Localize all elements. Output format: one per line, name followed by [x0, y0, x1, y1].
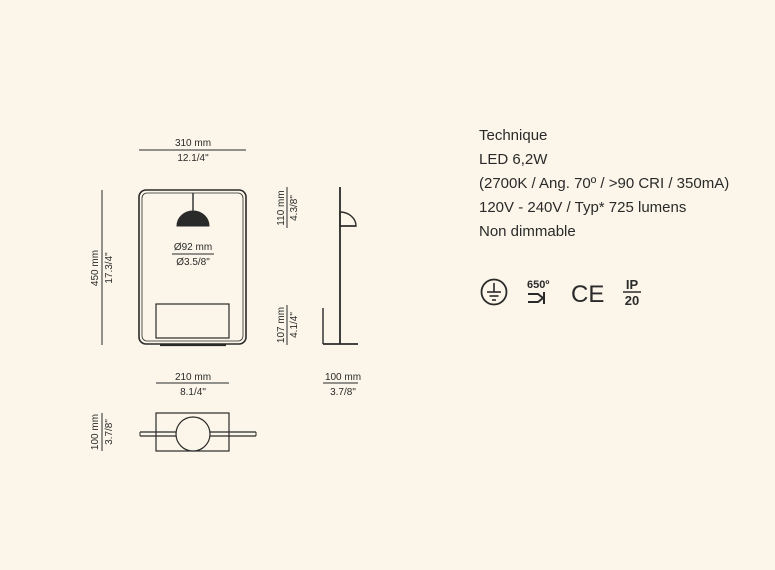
front-view	[101, 149, 247, 384]
specs-dimming: Non dimmable	[479, 223, 576, 240]
lamp-base	[155, 303, 230, 339]
dim-height-total-in: 17.3/4"	[104, 252, 115, 284]
certification-icons: 650º CE IP 20	[480, 277, 641, 308]
specs-details: (2700K / Ang. 70º / >90 CRI / 350mA)	[479, 175, 730, 192]
glow-wire-label: 650º	[527, 279, 549, 291]
dim-base-width-in: 8.1/4"	[180, 387, 206, 398]
ip-rating-icon: IP 20	[623, 277, 641, 308]
ce-mark-icon: CE	[571, 281, 604, 308]
dim-shade-height-in: 4.3/8"	[289, 195, 300, 221]
dim-side-depth-mm: 100 mm	[325, 372, 361, 383]
specs-voltage: 120V - 240V / Typ* 725 lumens	[479, 199, 687, 216]
lamp-shade	[176, 210, 210, 227]
dim-width-front-mm: 310 mm	[175, 138, 211, 149]
dim-shade-height-mm: 110 mm	[276, 190, 287, 225]
top-view	[101, 412, 257, 452]
dim-height-total-mm: 450 mm	[90, 250, 101, 286]
top-shade-circle	[175, 416, 211, 452]
dim-shade-diameter-mm: Ø92 mm	[174, 242, 212, 253]
technical-specs: Technique LED 6,2W (2700K / Ang. 70º / >…	[479, 124, 729, 244]
specs-title: Technique	[479, 127, 548, 144]
side-shade	[339, 211, 357, 227]
dim-base-height-in: 4.1/4"	[289, 312, 300, 338]
dim-side-depth-in: 3.7/8"	[330, 387, 356, 398]
ip-value: 20	[625, 293, 639, 308]
dim-shade-diameter-in: Ø3.5/8"	[176, 257, 210, 268]
ip-label: IP	[626, 277, 639, 292]
dim-width-front-in: 12.1/4"	[177, 153, 209, 164]
dim-base-width-mm: 210 mm	[175, 372, 211, 383]
glow-wire-icon: 650º	[527, 279, 549, 304]
dim-top-depth-in: 3.7/8"	[104, 419, 115, 445]
side-view	[286, 187, 358, 384]
ground-icon	[480, 278, 508, 306]
specs-power: LED 6,2W	[479, 151, 548, 168]
dim-base-height-mm: 107 mm	[276, 307, 287, 343]
dim-top-depth-mm: 100 mm	[90, 414, 101, 450]
